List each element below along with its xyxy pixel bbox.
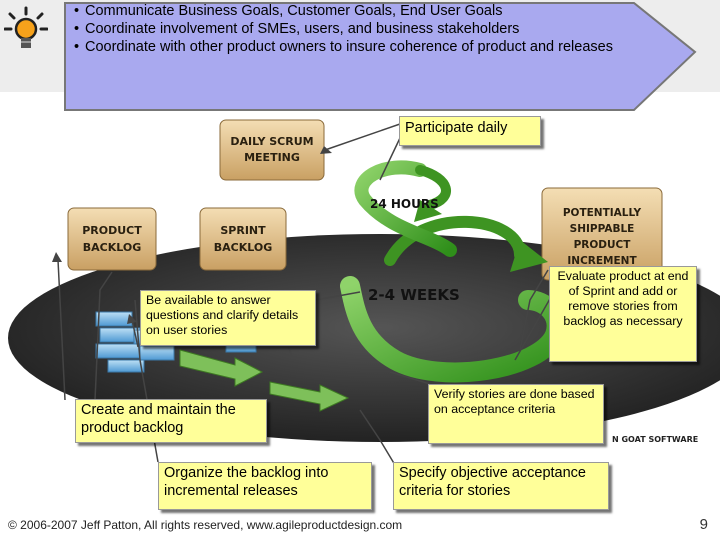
flow-arrow	[269, 381, 350, 412]
note-available-questions: Be available to answer questions and cla…	[140, 290, 316, 346]
note-maintain-backlog: Create and maintain the product backlog	[75, 399, 267, 443]
sprint-backlog-card: SPRINT BACKLOG	[199, 207, 287, 271]
note-organize-backlog: Organize the backlog into incremental re…	[158, 462, 372, 510]
footer-copyright: © 2006-2007 Jeff Patton, All rights rese…	[8, 518, 403, 532]
bullet-item: Coordinate with other product owners to …	[74, 38, 634, 56]
note-participate-daily: Participate daily	[399, 116, 541, 146]
page-number: 9	[699, 516, 708, 533]
note-acceptance-criteria: Specify objective acceptance criteria fo…	[393, 462, 609, 510]
note-evaluate-product: Evaluate product at end of Sprint and ad…	[549, 266, 697, 362]
connector-arrowhead	[52, 252, 62, 262]
daily-scrum-label: DAILY SCRUM	[230, 135, 313, 148]
goal-bullet-list: Communicate Business Goals, Customer Goa…	[74, 2, 634, 56]
increment-label: INCREMENT	[567, 255, 637, 267]
product-backlog-label: BACKLOG	[83, 241, 142, 254]
daily-scrum-card: DAILY SCRUM MEETING	[219, 119, 325, 181]
hours-label: 24 HOURS	[370, 197, 439, 211]
connector-arrowhead	[320, 146, 332, 154]
product-backlog-label: PRODUCT	[82, 224, 142, 237]
connector-arrowhead	[127, 314, 137, 324]
increment-card: POTENTIALLY SHIPPABLE PRODUCT INCREMENT	[541, 187, 663, 281]
brand-label: N GOAT SOFTWARE	[612, 435, 698, 444]
daily-scrum-label: MEETING	[244, 151, 300, 164]
sprint-backlog-label: SPRINT	[220, 224, 266, 237]
cycle-arrowhead	[414, 200, 442, 222]
bullet-item: Coordinate involvement of SMEs, users, a…	[74, 20, 634, 38]
weeks-label: 2-4 WEEKS	[368, 286, 460, 304]
sprint-backlog-label: BACKLOG	[214, 241, 273, 254]
lightbulb-icon	[4, 6, 48, 48]
increment-label: SHIPPABLE	[570, 223, 635, 235]
bullet-item: Communicate Business Goals, Customer Goa…	[74, 2, 634, 20]
note-verify-stories: Verify stories are done based on accepta…	[428, 384, 604, 444]
product-backlog-card: PRODUCT BACKLOG	[67, 207, 157, 271]
cycle-arrowhead	[510, 240, 548, 272]
flow-arrow	[179, 349, 264, 387]
increment-label: POTENTIALLY	[563, 207, 642, 219]
increment-label: PRODUCT	[574, 239, 632, 251]
